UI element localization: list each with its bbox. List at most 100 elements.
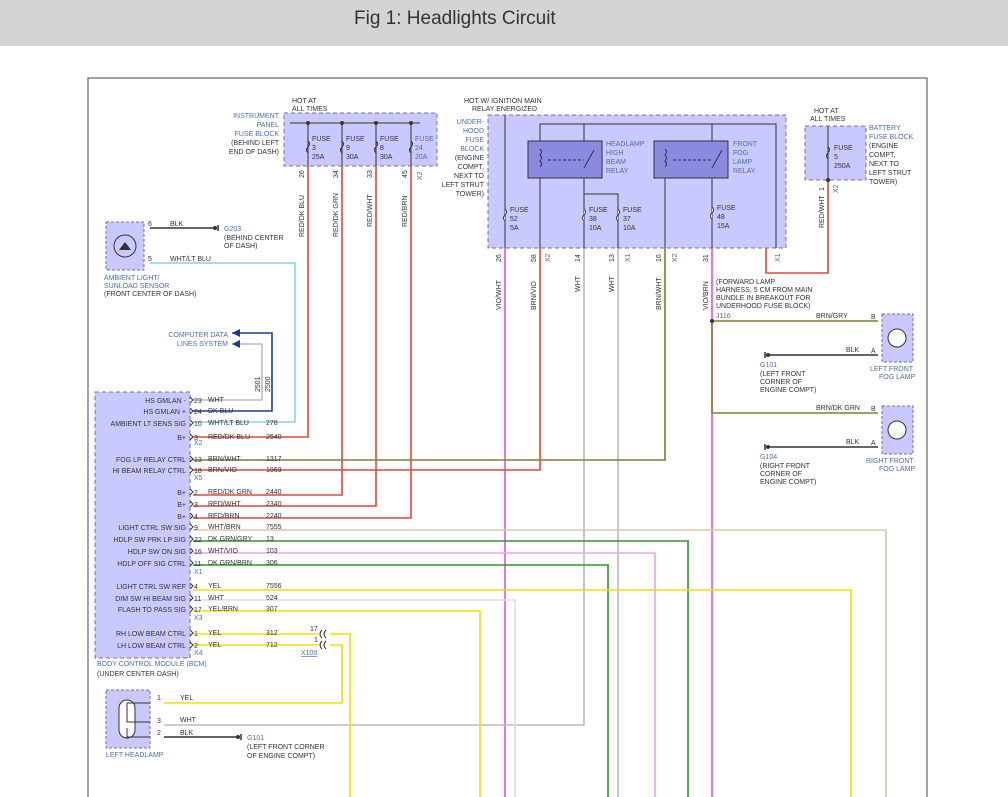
ipfb-pin: 34	[333, 170, 340, 178]
junction-dot	[409, 121, 413, 125]
wire-brn-vio	[193, 248, 541, 471]
title-bar: Fig 1: Headlights Circuit	[0, 0, 1008, 46]
bcm-circuit: 2240	[266, 513, 282, 520]
pin-arrow-icon	[189, 500, 194, 508]
wire-dk-grn-gry	[193, 540, 689, 797]
sensor-label: SUNLOAD SENSOR	[104, 283, 169, 290]
bfb-loc: NEXT TO	[869, 161, 900, 168]
uhfb-x: X2	[672, 253, 679, 262]
wire-brn-dk-grn	[711, 320, 878, 414]
uhfb-label: UNDER-	[457, 119, 485, 126]
fuse-label: 37	[623, 216, 631, 223]
cdl-circuit: 2501	[255, 376, 262, 392]
g203-loc: (BEHIND CENTER	[224, 235, 284, 242]
bfb-loc: LEFT STRUT	[869, 170, 912, 177]
fuse-label: FUSE	[623, 207, 642, 214]
bcm-connector: X3	[194, 615, 203, 622]
bfb-label: FUSE BLOCK	[869, 134, 914, 141]
connector-icon	[319, 629, 327, 639]
bcm-wire-color: DK GRN/GRY	[208, 536, 253, 543]
right-front-fog-lamp: B A BRN/DK GRN BLK RIGHT FRONT FOG LAMP …	[760, 405, 916, 486]
wire-wht-lt-blu	[150, 262, 296, 423]
bcm-pin-name: LIGHT CTRL SW SIG	[118, 525, 186, 532]
sensor-loc: (FRONT CENTER OF DASH)	[104, 291, 196, 298]
bcm-wire-color: WHT/BRN	[208, 524, 241, 531]
sensor-pin: 5	[148, 256, 152, 263]
wire-red-dk-grn	[193, 166, 343, 496]
fuse-icon	[306, 140, 310, 154]
uhfb-label: BLOCK	[460, 146, 484, 153]
bcm-wire-color: WHT/VIO	[208, 548, 238, 555]
fuse-label: FUSE	[346, 136, 365, 143]
ipfb-hot-1: HOT AT	[292, 98, 317, 105]
bcm-wire-color: DK BLU	[208, 408, 233, 415]
wire-gmlan-pos	[193, 332, 273, 412]
hl-wire-color: YEL	[180, 695, 193, 702]
junction-dot	[306, 121, 310, 125]
fuse-label: 15A	[717, 223, 730, 230]
sensor-label: AMBIENT LIGHT/	[104, 275, 160, 282]
uhfb-pin: 31	[703, 254, 710, 262]
wire-wht-brn	[193, 529, 887, 797]
bcm-circuit: 278	[266, 420, 278, 427]
fuse-label: 3	[312, 145, 316, 152]
bcm-pin-number: 2	[194, 490, 198, 497]
fuse-label: FUSE	[717, 205, 736, 212]
bcm-pin-number: 13	[194, 457, 202, 464]
pin-arrow-icon	[189, 407, 194, 415]
fuse-icon	[409, 140, 413, 154]
g101-label: G101	[760, 362, 777, 369]
bcm-pin-number: 11	[194, 596, 201, 603]
pin-arrow-icon	[189, 594, 194, 602]
ipfb-pin: 26	[299, 170, 306, 178]
wire-red-brn	[193, 166, 412, 519]
bcm-wire-color: YEL/BRN	[208, 606, 238, 613]
bfb-fuse: 250A	[834, 163, 851, 170]
hl-pin: 1	[157, 695, 161, 702]
uhfb-x: X2	[545, 253, 552, 262]
forward-lamp-harness: (FORWARD LAMP HARNESS, 5 CM FROM MAIN BU…	[710, 279, 812, 323]
ipfb-x2: X2	[417, 171, 424, 180]
pin-arrow-icon	[189, 559, 194, 567]
hl-pin: 2	[157, 730, 161, 737]
fuse-label: FUSE	[510, 207, 529, 214]
bcm-pin-name: LIGHT CTRL SW REF	[116, 584, 186, 591]
junction-dot	[374, 121, 378, 125]
ipfb-label-1: INSTRUMENT	[233, 113, 280, 120]
pin-arrow-icon	[189, 512, 194, 520]
bcm-wire-color: YEL	[208, 630, 221, 637]
fog-relay-label: FOG	[733, 150, 748, 157]
uhfb-pin: 58	[531, 254, 538, 262]
x100-connector: 17 1 X100	[301, 626, 327, 657]
fuse-label: 8	[380, 145, 384, 152]
bcm-pin-name: B+	[177, 502, 186, 509]
x100-pin: 1	[314, 637, 318, 644]
bcm-circuit: 2540	[266, 434, 282, 441]
fog-r-label: FOG LAMP	[879, 466, 916, 473]
bcm-wire-color: RED/WHT	[208, 501, 241, 508]
arrow-icon	[232, 329, 240, 337]
bcm-wire-color: WHT/LT BLU	[208, 420, 249, 427]
ipfb-pin-labels: 26 34 33 45 X2 RED/DK BLU RED/DK GRN RED…	[299, 170, 424, 237]
wire-color: BRN/GRY	[816, 313, 848, 320]
uhfb-pin: 13	[609, 254, 616, 262]
ambient-light-sensor: 6 5 BLK WHT/LT BLU AMBIENT LIGHT/ SUNLOA…	[104, 221, 284, 298]
g101-loc: CORNER OF	[760, 379, 802, 386]
photodiode-icon	[119, 242, 131, 250]
bcm-pin-name: B+	[177, 514, 186, 521]
cdls-label: COMPUTER DATA	[168, 332, 228, 339]
harness-note: BUNDLE IN BREAKOUT FOR	[716, 295, 810, 302]
bcm-connector: X5	[194, 475, 203, 482]
fuse-label: 25A	[312, 154, 325, 161]
bcm-pin-name: HS GMLAN -	[145, 398, 187, 405]
hi-relay-label: HIGH	[606, 150, 624, 157]
ipfb-hot-2: ALL TIMES	[292, 106, 328, 113]
sensor-wire-color: WHT/LT BLU	[170, 256, 211, 263]
fuse-icon	[710, 206, 714, 220]
connector-icon	[319, 640, 327, 650]
uhfb-loc: LEFT STRUT	[442, 182, 485, 189]
sensor-wire-color: BLK	[170, 221, 184, 228]
fuse-label: 20A	[415, 154, 428, 161]
wire-wht-hl	[164, 248, 585, 726]
bcm-pin-name: RH LOW BEAM CTRL	[116, 631, 186, 638]
